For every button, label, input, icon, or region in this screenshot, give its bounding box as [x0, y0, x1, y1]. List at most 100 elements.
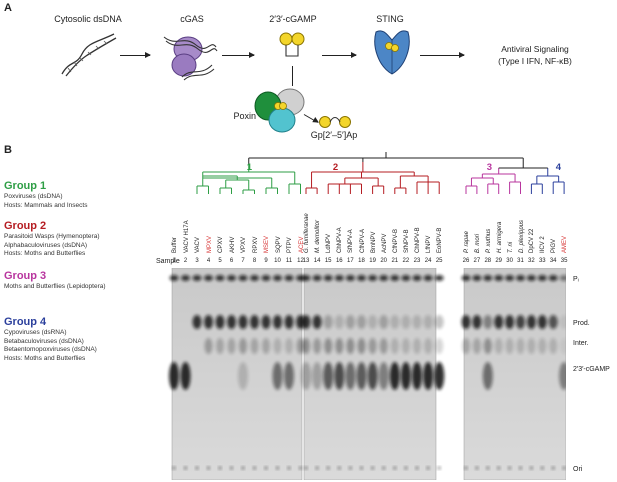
gel-band	[261, 315, 271, 329]
gel-band	[516, 275, 525, 281]
gel-band	[494, 338, 503, 354]
gel-band	[204, 315, 213, 329]
gel-band	[215, 275, 225, 281]
gel-band	[345, 275, 355, 281]
lane-number: 13	[302, 258, 310, 264]
gel-band	[227, 275, 236, 281]
group-title: Group 2	[4, 220, 47, 232]
panel-b-letter: B	[4, 144, 12, 156]
lane-number: 15	[324, 258, 332, 264]
gel-band	[195, 466, 199, 470]
lane-sample-name: P. xuthus	[485, 228, 492, 253]
gel-band	[559, 315, 566, 329]
clade-number: 4	[556, 162, 562, 173]
gel-band	[378, 362, 389, 390]
gel-band	[323, 275, 333, 281]
lane-sample-name: T. ni	[507, 241, 514, 253]
lane-sample-name: CPXV	[218, 236, 224, 253]
lane-number: 17	[347, 258, 354, 264]
cgamp-molecule-icon	[279, 32, 305, 57]
gel-band	[357, 315, 366, 329]
lane-number: 9	[264, 258, 268, 264]
gel-band	[412, 275, 422, 281]
lane-sample-name: LdNPV	[326, 233, 333, 253]
gel-band	[472, 275, 482, 281]
gel-band	[401, 338, 410, 354]
lane-sample-name: BmNPV	[370, 231, 377, 253]
gel-band	[239, 338, 247, 354]
gel-band	[296, 338, 305, 354]
lane-sample-name: DpCV 22	[529, 228, 536, 253]
gel-band	[261, 275, 271, 281]
gel-band	[435, 338, 444, 354]
lane-sample-name: PiGV	[551, 238, 558, 253]
panel-a-letter: A	[4, 2, 12, 14]
lane-number: 22	[402, 258, 410, 264]
gel-panel-3	[463, 268, 566, 480]
lane-sample-name: SfNPV-A	[348, 229, 355, 253]
lane-number: 18	[358, 258, 365, 264]
lane-sample-name: EoNPV-B	[437, 227, 444, 253]
gel-band	[356, 362, 367, 390]
gel-band	[218, 466, 222, 470]
gel-band	[285, 338, 293, 354]
gel-band	[264, 466, 268, 470]
lane-sample-name: RPXV	[252, 236, 259, 253]
gel-band	[464, 466, 468, 470]
signaling-label-line1: Antiviral Signaling	[501, 44, 569, 54]
gel-band	[400, 362, 411, 390]
product-label: Gp[2′–5′]Ap	[310, 130, 358, 140]
lane-sample-name: CfNPV-A	[359, 228, 366, 253]
lane-number: 5	[218, 258, 222, 264]
gel-label-intermediate: Inter.	[573, 340, 589, 347]
gel-band	[371, 466, 375, 470]
clade-number: 2	[333, 162, 338, 173]
gel-band	[215, 315, 225, 329]
gel-band	[434, 275, 444, 281]
cgas-enzyme-icon	[163, 36, 218, 81]
gel-band	[379, 315, 389, 329]
gel-band	[302, 338, 310, 354]
gel-band	[483, 338, 492, 354]
lane-number: 25	[435, 258, 443, 264]
group-description-line: Cypoviruses (dsRNA)	[4, 329, 67, 336]
gel-band	[505, 275, 515, 281]
gel-band	[334, 362, 345, 390]
gel-band	[250, 338, 259, 354]
lane-sample-name: LfNPV	[426, 235, 433, 253]
gel-band	[357, 338, 366, 354]
lane-number: 14	[313, 258, 321, 264]
group-description-line: Hosts: Mammals and Insects	[4, 201, 88, 209]
gel-band	[462, 338, 470, 354]
dsdna-helix-icon	[61, 33, 117, 77]
gel-band	[238, 275, 248, 281]
gel-band	[301, 362, 311, 390]
pathway-arrow-1	[120, 52, 151, 58]
lane-sample-name: G. fumiferanae	[304, 213, 310, 253]
gel-band	[426, 466, 430, 470]
gel-band	[486, 466, 490, 470]
gel-band	[412, 315, 422, 329]
gel-band	[204, 338, 213, 354]
group-description-line: Parasitoid Wasps (Hymenoptera)	[4, 233, 100, 240]
gel-band	[348, 466, 352, 470]
group-title: Group 4	[4, 316, 47, 328]
group-description-line: Moths and Butterflies (Lepidoptera)	[4, 283, 106, 290]
gel-band	[287, 466, 291, 470]
gel-panel-1	[171, 268, 303, 480]
gel-band	[393, 466, 397, 470]
gel-band	[526, 315, 536, 329]
lane-number: 28	[484, 258, 492, 264]
gel-band	[312, 362, 323, 390]
gel-band	[413, 338, 421, 354]
gel-band	[526, 275, 536, 281]
gel-band	[312, 315, 322, 329]
lane-sample-name: MSEV	[264, 235, 270, 253]
gel-band	[227, 315, 236, 329]
lane-number: 20	[380, 258, 388, 264]
lane-sample-name: Buffer	[172, 237, 178, 253]
gel-band	[169, 362, 179, 390]
gel-band	[313, 338, 322, 354]
gel-band	[192, 315, 202, 329]
